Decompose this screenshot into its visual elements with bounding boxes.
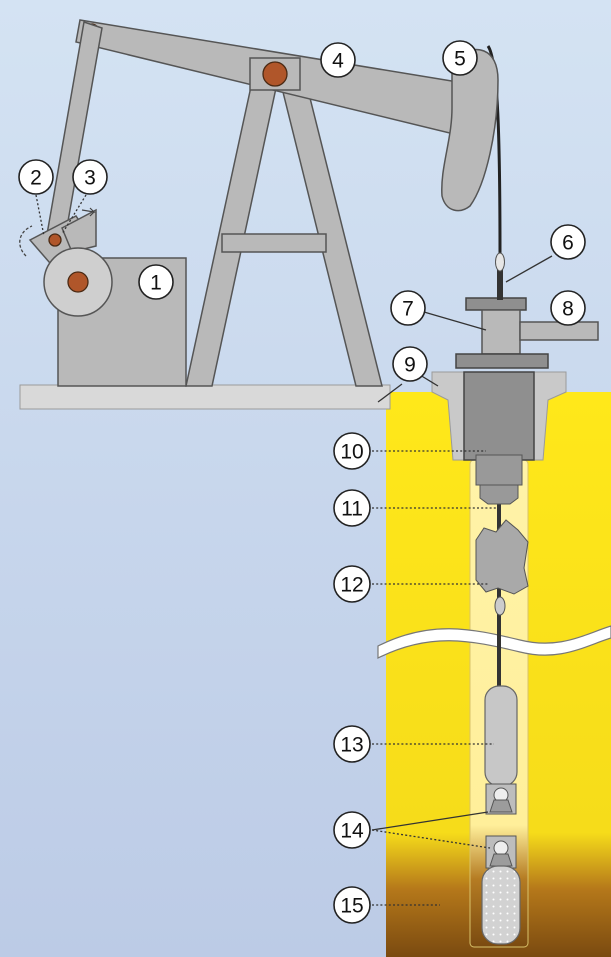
horse-head bbox=[441, 48, 499, 212]
label-3: 3 bbox=[72, 159, 108, 195]
svg-text:4: 4 bbox=[332, 50, 344, 73]
leader-3 bbox=[61, 194, 87, 235]
samson-post-crossbar bbox=[221, 233, 327, 253]
rod-coupling bbox=[494, 596, 506, 616]
svg-text:11: 11 bbox=[341, 498, 363, 521]
label-9: 9 bbox=[392, 346, 428, 382]
leader-14b bbox=[371, 829, 491, 849]
label-11: 11 bbox=[333, 489, 371, 527]
label-5: 5 bbox=[442, 40, 478, 76]
label-10: 10 bbox=[333, 432, 371, 470]
svg-text:15: 15 bbox=[340, 895, 363, 918]
svg-text:1: 1 bbox=[150, 272, 162, 295]
label-12: 12 bbox=[333, 565, 371, 603]
counterweight bbox=[61, 208, 97, 253]
leader-9 bbox=[377, 383, 403, 403]
pump-plunger bbox=[484, 685, 518, 787]
label-4: 4 bbox=[320, 42, 356, 78]
svg-text:7: 7 bbox=[402, 298, 414, 321]
leader-6 bbox=[505, 255, 553, 283]
carrier-bar bbox=[495, 252, 505, 272]
traveling-valve bbox=[485, 783, 517, 815]
label-1: 1 bbox=[138, 264, 174, 300]
label-2: 2 bbox=[18, 159, 54, 195]
ground-platform bbox=[19, 384, 391, 410]
flow-line-outlet bbox=[519, 321, 599, 341]
gas-anchor-perforated bbox=[481, 865, 521, 945]
svg-text:6: 6 bbox=[562, 232, 574, 255]
label-15: 15 bbox=[333, 886, 371, 924]
tubing-lower bbox=[475, 454, 523, 486]
small-arrow-icon bbox=[81, 207, 96, 217]
svg-text:8: 8 bbox=[562, 298, 574, 321]
svg-text:9: 9 bbox=[404, 354, 416, 377]
standing-valve bbox=[485, 835, 517, 869]
leader-14a bbox=[371, 811, 489, 831]
rod-guide bbox=[479, 484, 519, 505]
gear-wheel-hub bbox=[67, 271, 89, 293]
label-7: 7 bbox=[390, 290, 426, 326]
svg-text:12: 12 bbox=[340, 574, 363, 597]
stuffing-box bbox=[481, 309, 521, 355]
svg-text:2: 2 bbox=[30, 167, 42, 190]
leader-7 bbox=[423, 311, 487, 331]
label-8: 8 bbox=[550, 290, 586, 326]
casing-head-flange bbox=[455, 353, 549, 369]
leader-9b bbox=[419, 374, 439, 387]
bridle-cable bbox=[486, 45, 502, 256]
svg-text:14: 14 bbox=[340, 820, 364, 843]
leader-2 bbox=[35, 194, 45, 237]
svg-text:5: 5 bbox=[454, 48, 466, 71]
casing-tubing bbox=[463, 371, 535, 461]
svg-text:3: 3 bbox=[84, 167, 96, 190]
crank-pin-pivot bbox=[48, 233, 62, 247]
svg-text:13: 13 bbox=[340, 734, 363, 757]
depth-break-line bbox=[377, 625, 611, 659]
center-bearing-pivot bbox=[262, 61, 288, 87]
label-14: 14 bbox=[333, 811, 371, 849]
label-6: 6 bbox=[550, 224, 586, 260]
svg-text:10: 10 bbox=[340, 441, 363, 464]
stuffing-box-flange bbox=[465, 297, 527, 311]
label-13: 13 bbox=[333, 725, 371, 763]
pump-anchor bbox=[475, 519, 529, 595]
polished-rod bbox=[497, 264, 503, 300]
